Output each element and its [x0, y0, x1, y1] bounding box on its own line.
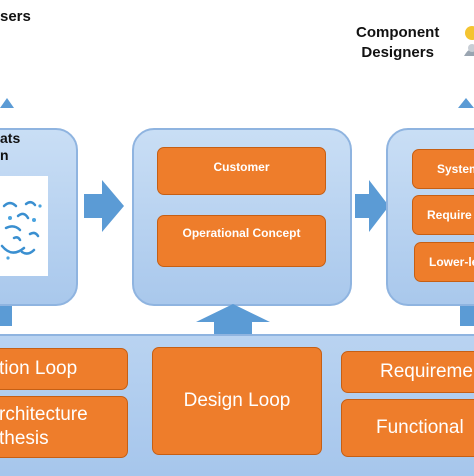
operational-concept-box: Operational Concept — [157, 215, 326, 267]
left-panel-title-line1: ats — [0, 130, 21, 146]
designer-icon — [464, 26, 474, 56]
component-designers-label: Component Designers — [356, 23, 439, 63]
arrow-left-to-middle-icon — [84, 180, 124, 232]
synthesis-line: thesis — [0, 428, 49, 449]
requirements-box: Require — [412, 195, 474, 235]
right-connector — [460, 306, 474, 326]
system-box: System — [412, 149, 474, 189]
left-connector — [0, 306, 12, 326]
arrow-middle-to-right-icon — [355, 180, 389, 232]
top-left-label: sers — [0, 8, 31, 25]
lower-level-box: Lower-le — [414, 242, 474, 282]
swirl-graphic-icon — [0, 201, 42, 260]
customer-box: Customer — [157, 147, 326, 195]
left-panel-title-line2: n — [0, 147, 9, 163]
arrow-up-to-middle-icon — [196, 304, 270, 336]
left-panel-title: ats n — [0, 130, 20, 164]
left-panel-image — [0, 176, 48, 276]
component-designers-line1: Component — [356, 24, 440, 41]
architecture-synthesis-box: rchitecture thesis — [0, 396, 128, 458]
top-right-up-arrow-icon — [458, 98, 474, 108]
iteration-loop-box: tion Loop — [0, 348, 128, 390]
architecture-line: rchitecture — [0, 404, 88, 425]
functional-box: Functional — [341, 399, 474, 457]
top-left-up-arrow-icon — [0, 98, 14, 108]
requirements-loop-box: Requireme — [341, 351, 474, 393]
component-designers-line2: Designers — [361, 44, 434, 61]
design-loop-box: Design Loop — [152, 347, 322, 455]
